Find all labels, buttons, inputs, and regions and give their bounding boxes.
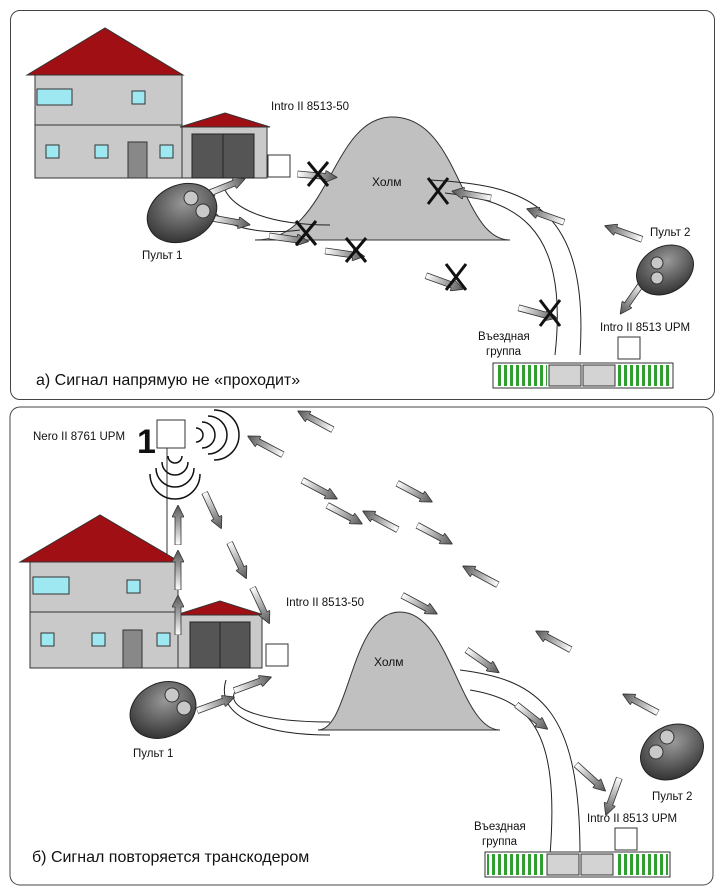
hill-label-b: Холм xyxy=(374,655,404,669)
gate-group-line2: группа xyxy=(486,346,522,358)
receiver-label-b: Intro II 8513-50 xyxy=(286,597,364,609)
gate-group-line2-b: группа xyxy=(482,836,518,848)
hill xyxy=(254,116,511,241)
repeater-label: Nero II 8761 UPM xyxy=(33,431,125,443)
gate-receiver-box xyxy=(614,827,638,851)
gate-group-line1: Въездная xyxy=(478,331,530,343)
house-a xyxy=(25,27,291,179)
house-roof xyxy=(25,27,185,76)
receiver-label: Intro II 8513-50 xyxy=(271,101,349,113)
gate-receiver-box xyxy=(617,336,641,360)
remote-control-icon xyxy=(640,723,704,781)
remote1-label-b: Пульт 1 xyxy=(133,748,173,760)
remote1-label: Пульт 1 xyxy=(142,250,182,262)
panel-repeater-signal xyxy=(9,406,714,886)
caption-a: а) Сигнал напрямую не «проходит» xyxy=(36,372,300,389)
gate-icon xyxy=(492,362,674,389)
hill xyxy=(317,611,501,731)
remote-control-icon xyxy=(129,681,197,739)
blocked-signal-x-icon xyxy=(294,161,562,327)
receiver-box xyxy=(265,643,289,667)
house-roof xyxy=(18,514,182,563)
house-door xyxy=(127,141,148,179)
radio-waves-icon xyxy=(149,409,240,500)
gate-icon xyxy=(484,851,671,878)
repeater-box xyxy=(156,419,186,449)
repeater-number: 1 xyxy=(137,423,156,461)
receiver-box xyxy=(267,154,291,178)
caption-b: б) Сигнал повторяется транскодером xyxy=(32,849,309,866)
remote-control-icon xyxy=(636,244,694,296)
remote2-label-b: Пульт 2 xyxy=(652,791,692,803)
gate-receiver-label: Intro II 8513 UPM xyxy=(600,322,690,334)
remote2-label: Пульт 2 xyxy=(650,227,690,239)
house-b xyxy=(18,514,289,669)
remote-control-icon xyxy=(146,182,218,244)
hill-label: Холм xyxy=(372,175,402,189)
gate-receiver-label-b: Intro II 8513 UPM xyxy=(587,813,677,825)
gate-group-line1-b: Въездная xyxy=(474,821,526,833)
